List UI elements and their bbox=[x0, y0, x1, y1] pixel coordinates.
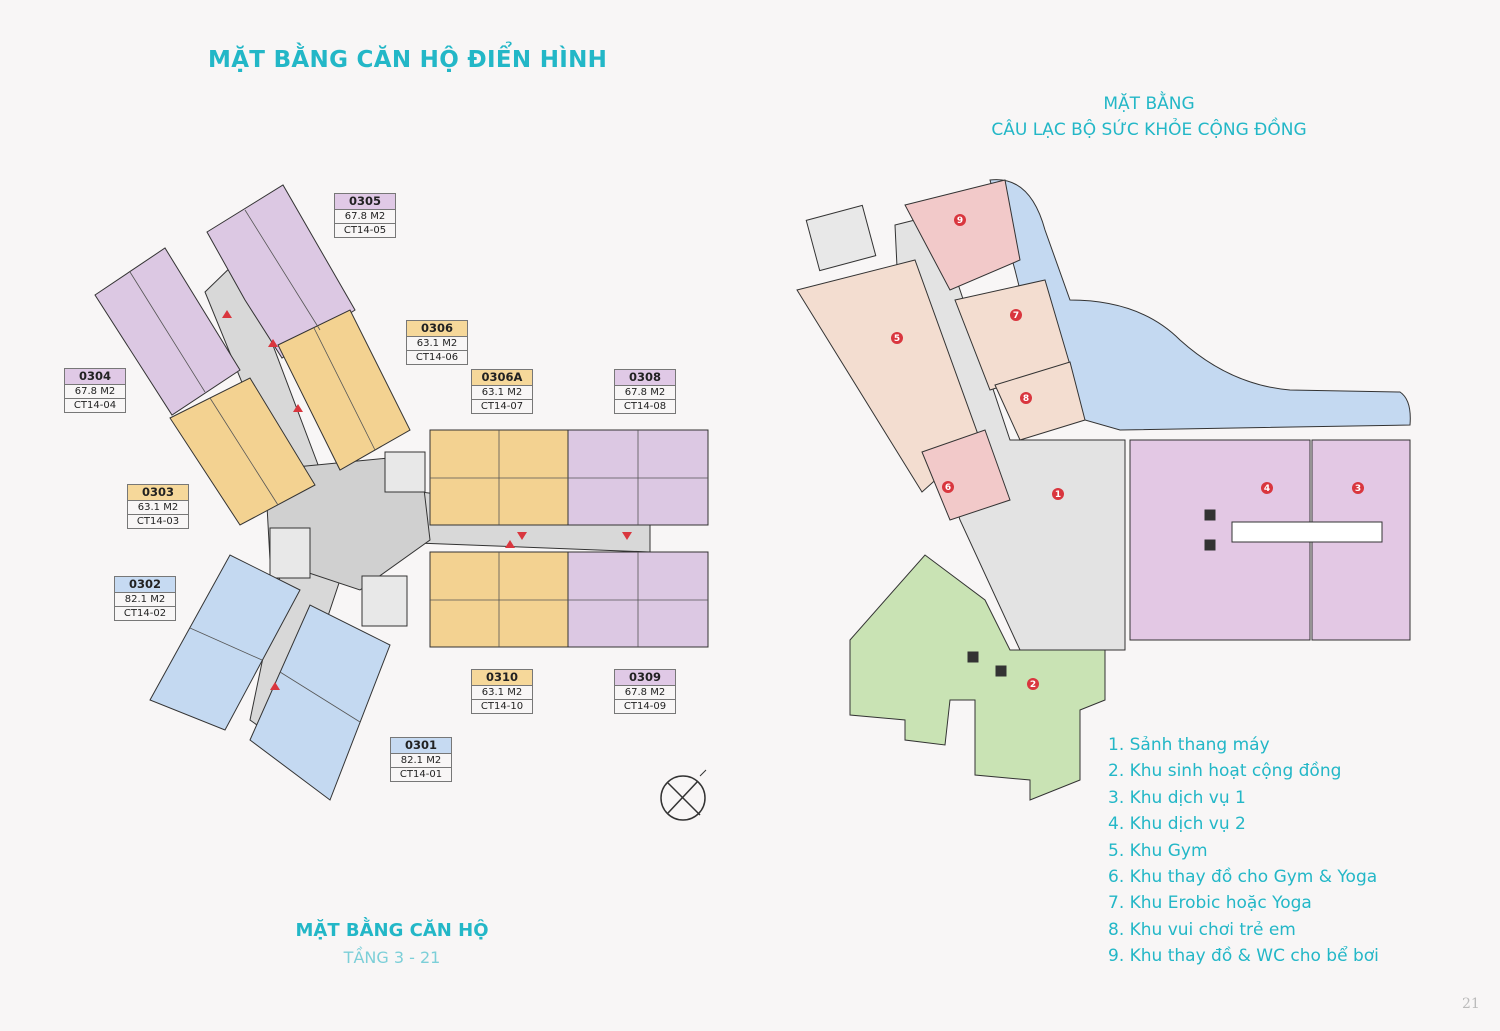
unit-code: 0301 bbox=[390, 737, 452, 754]
floor-plan-subcaption: TẦNG 3 - 21 bbox=[343, 948, 441, 967]
unit-0306 bbox=[277, 309, 411, 471]
club-title-line1: MẶT BẰNG bbox=[1103, 94, 1195, 114]
legend-item: 8. Khu vui chơi trẻ em bbox=[1108, 919, 1296, 940]
unit-label-0304: 0304 67.8 M2 CT14-04 bbox=[64, 368, 126, 413]
unit-0301 bbox=[249, 604, 391, 801]
legend-item: 1. Sảnh thang máy bbox=[1108, 735, 1270, 755]
legend-item: 4. Khu dịch vụ 2 bbox=[1108, 814, 1246, 835]
unit-area: 67.8 M2 bbox=[614, 386, 676, 399]
floor-plan-caption: MẶT BẰNG CĂN HỘ bbox=[295, 920, 489, 941]
legend-item: 9. Khu thay đồ & WC cho bể bơi bbox=[1108, 946, 1379, 967]
legend-item: 6. Khu thay đồ cho Gym & Yoga bbox=[1108, 866, 1378, 887]
unit-label-0301: 0301 82.1 M2 CT14-01 bbox=[390, 737, 452, 782]
unit-area: 67.8 M2 bbox=[334, 210, 396, 223]
zone-legend: 1. Sảnh thang máy 2. Khu sinh hoạt cộng … bbox=[1108, 732, 1379, 970]
unit-area: 63.1 M2 bbox=[471, 386, 533, 399]
interior-walls bbox=[129, 209, 708, 723]
compass-icon bbox=[660, 769, 707, 821]
unit-code: 0304 bbox=[64, 368, 126, 385]
stair-core-3 bbox=[361, 575, 408, 627]
zone-community bbox=[849, 554, 1106, 801]
page-number: 21 bbox=[1462, 996, 1480, 1012]
door-markers bbox=[222, 310, 632, 690]
unit-label-0305: 0305 67.8 M2 CT14-05 bbox=[334, 193, 396, 238]
unit-id: CT14-05 bbox=[334, 223, 396, 238]
zone-marker-4: 4 bbox=[1264, 484, 1270, 494]
unit-id: CT14-08 bbox=[614, 399, 676, 414]
unit-area: 63.1 M2 bbox=[471, 686, 533, 699]
terrace bbox=[989, 179, 1411, 431]
unit-label-0306: 0306 63.1 M2 CT14-06 bbox=[406, 320, 468, 365]
unit-area: 82.1 M2 bbox=[390, 754, 452, 767]
unit-code: 0303 bbox=[127, 484, 189, 501]
stair-core-2 bbox=[269, 527, 311, 579]
unit-code: 0302 bbox=[114, 576, 176, 593]
unit-code: 0309 bbox=[614, 669, 676, 686]
unit-id: CT14-01 bbox=[390, 767, 452, 782]
legend-item: 2. Khu sinh hoạt cộng đồng bbox=[1108, 761, 1342, 782]
unit-code: 0306A bbox=[471, 369, 533, 386]
zone-marker-2: 2 bbox=[1030, 680, 1036, 690]
zone-markers: 1 2 3 4 5 6 7 8 9 bbox=[891, 214, 1364, 690]
unit-area: 63.1 M2 bbox=[127, 501, 189, 514]
zone-changing-gym bbox=[921, 429, 1011, 521]
unit-id: CT14-07 bbox=[471, 399, 533, 414]
unit-id: CT14-10 bbox=[471, 699, 533, 714]
unit-id: CT14-03 bbox=[127, 514, 189, 529]
unit-code: 0308 bbox=[614, 369, 676, 386]
unit-id: CT14-06 bbox=[406, 350, 468, 365]
unit-id: CT14-09 bbox=[614, 699, 676, 714]
zone-marker-8: 8 bbox=[1023, 394, 1029, 404]
zone-pool-wc bbox=[904, 179, 1021, 291]
club-floor-plan bbox=[796, 179, 1411, 801]
unit-label-0303: 0303 63.1 M2 CT14-03 bbox=[127, 484, 189, 529]
apartment-floor-plan bbox=[94, 184, 709, 801]
unit-label-0309: 0309 67.8 M2 CT14-09 bbox=[614, 669, 676, 714]
club-stair bbox=[805, 204, 877, 272]
unit-label-0308: 0308 67.8 M2 CT14-08 bbox=[614, 369, 676, 414]
unit-code: 0305 bbox=[334, 193, 396, 210]
unit-id: CT14-04 bbox=[64, 398, 126, 413]
unit-0303 bbox=[169, 377, 316, 526]
page-title: MẶT BẰNG CĂN HỘ ĐIỂN HÌNH bbox=[208, 47, 608, 73]
stair-core-1 bbox=[384, 451, 426, 493]
unit-label-0302: 0302 82.1 M2 CT14-02 bbox=[114, 576, 176, 621]
unit-area: 82.1 M2 bbox=[114, 593, 176, 606]
unit-area: 67.8 M2 bbox=[614, 686, 676, 699]
unit-code: 0306 bbox=[406, 320, 468, 337]
unit-code: 0310 bbox=[471, 669, 533, 686]
zone-marker-6: 6 bbox=[945, 483, 951, 493]
unit-label-0310: 0310 63.1 M2 CT14-10 bbox=[471, 669, 533, 714]
zone-marker-9: 9 bbox=[957, 216, 963, 226]
zone-kids bbox=[994, 361, 1086, 441]
zone-marker-1: 1 bbox=[1055, 490, 1061, 500]
legend-item: 7. Khu Erobic hoặc Yoga bbox=[1108, 893, 1312, 914]
legend-item: 5. Khu Gym bbox=[1108, 840, 1208, 861]
unit-id: CT14-02 bbox=[114, 606, 176, 621]
zone-marker-3: 3 bbox=[1355, 484, 1361, 494]
legend-item: 3. Khu dịch vụ 1 bbox=[1108, 787, 1246, 808]
club-title-line2: CÂU LẠC BỘ SỨC KHỎE CỘNG ĐỒNG bbox=[991, 120, 1307, 140]
zone-marker-5: 5 bbox=[894, 334, 900, 344]
unit-0302 bbox=[149, 554, 301, 731]
unit-area: 63.1 M2 bbox=[406, 337, 468, 350]
zone-marker-7: 7 bbox=[1013, 311, 1019, 321]
unit-area: 67.8 M2 bbox=[64, 385, 126, 398]
unit-label-0306A: 0306A 63.1 M2 CT14-07 bbox=[471, 369, 533, 414]
